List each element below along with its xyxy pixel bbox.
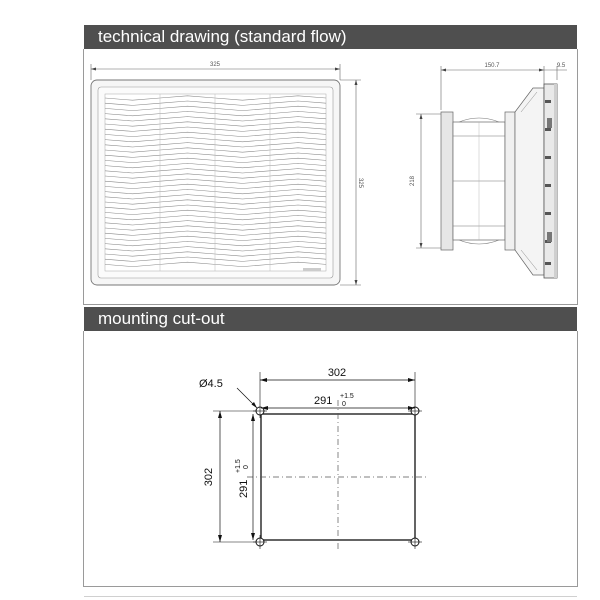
outer-width-label: 302 (328, 367, 346, 379)
inner-width-tol-upper: +1.5 (340, 393, 354, 400)
side-height-label: 218 (410, 175, 416, 186)
front-width-label: 325 (210, 62, 221, 68)
mounting-holes (253, 404, 422, 549)
side-depth-label: 150.7 (484, 63, 500, 69)
section-header-mounting-cutout: mounting cut-out (84, 307, 577, 331)
mounting-hole-icon (408, 404, 422, 418)
side-view: 150.7 9.5 218 (410, 63, 567, 279)
inner-width-label: 291 (314, 395, 332, 407)
front-height-label: 325 (357, 178, 363, 189)
inner-width-tol-lower: 0 (342, 401, 346, 408)
mounting-hole-icon (253, 404, 267, 418)
inner-height-tol-lower: 0 (243, 465, 250, 469)
front-view: 325 325 (90, 62, 363, 286)
mounting-hole-icon (253, 535, 267, 549)
technical-drawing-panel: 325 325 (83, 49, 578, 305)
inner-height-tol-upper: +1.5 (235, 459, 242, 473)
section-header-technical-drawing: technical drawing (standard flow) (84, 25, 577, 49)
inner-height-label: 291 (238, 480, 250, 498)
section-title: mounting cut-out (98, 309, 225, 328)
hole-diameter-label: Ø4.5 (199, 378, 223, 390)
section-title: technical drawing (standard flow) (98, 27, 347, 46)
bottom-rule (84, 596, 577, 597)
outer-height-label: 302 (203, 468, 215, 486)
mounting-cutout-panel: Ø4.5 302 291 +1.5 0 302 (83, 331, 578, 587)
mounting-hole-icon (408, 535, 422, 549)
side-flange-label: 9.5 (557, 63, 566, 69)
